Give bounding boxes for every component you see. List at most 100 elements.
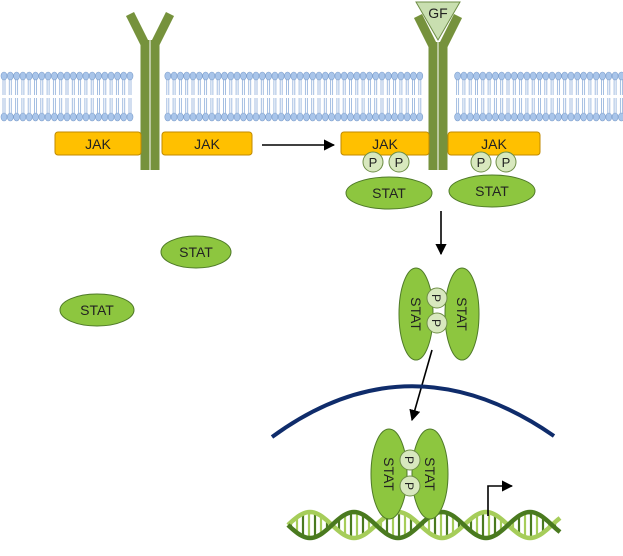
phospholipid — [315, 71, 323, 122]
transcription-start-arrow-icon — [487, 480, 514, 516]
phospholipid — [63, 71, 71, 122]
jak-kinase-active: JAK — [447, 131, 541, 156]
phospholipid — [529, 71, 537, 122]
stat-label: STAT — [179, 244, 213, 260]
phospholipid — [353, 71, 361, 122]
phospholipid — [309, 71, 317, 122]
cell-membrane — [0, 71, 623, 122]
phospholipid — [214, 71, 222, 122]
phospholipid — [296, 71, 304, 122]
receptor-icon — [413, 13, 463, 170]
dna-strand — [286, 509, 562, 541]
phospholipid — [183, 71, 190, 122]
phospholipid — [284, 71, 291, 122]
phospholipid — [555, 71, 562, 122]
phospholipid — [25, 71, 33, 122]
phosphate-label: P — [402, 456, 416, 464]
phospholipid — [599, 71, 606, 122]
phospholipid — [611, 71, 619, 122]
phospholipid — [403, 71, 411, 122]
phospholipid — [328, 71, 335, 122]
phospholipid — [246, 71, 253, 122]
phosphate-group: P — [388, 151, 410, 173]
phospholipid — [101, 71, 109, 122]
phosphate-label: P — [429, 319, 443, 327]
phospholipid — [366, 71, 373, 122]
phospholipid — [542, 71, 550, 122]
jak-kinase: JAK — [54, 131, 142, 156]
stat-label: STAT — [381, 457, 397, 491]
phospholipid — [454, 71, 461, 122]
phosphate-label: P — [402, 482, 416, 490]
phospholipid — [321, 71, 329, 122]
phospholipid — [586, 71, 594, 122]
phospholipid — [258, 71, 266, 122]
phospholipid — [567, 71, 575, 122]
phospholipid — [88, 71, 96, 122]
phospholipid — [120, 71, 127, 122]
phospholipid — [561, 71, 569, 122]
gf-label: GF — [428, 5, 447, 21]
phospholipid — [384, 71, 392, 122]
phospholipid — [202, 71, 209, 122]
growth-factor-icon — [415, 1, 461, 41]
stat-label: STAT — [372, 185, 406, 201]
jak-label: JAK — [481, 136, 507, 152]
phospholipid — [605, 71, 613, 122]
jak-label: JAK — [194, 136, 220, 152]
phospholipid — [485, 71, 493, 122]
phospholipid — [265, 71, 272, 122]
jak-kinase: JAK — [161, 131, 253, 156]
phospholipid — [347, 71, 354, 122]
phospholipid — [391, 71, 398, 122]
phospholipid — [378, 71, 386, 122]
nuclear-envelope-icon — [270, 384, 556, 439]
phospholipid — [252, 71, 260, 122]
jak-label: JAK — [372, 136, 398, 152]
jak-kinase-active: JAK — [340, 131, 430, 156]
phospholipid — [38, 71, 46, 122]
growth-factor: GF — [415, 1, 461, 41]
stat-label: STAT — [475, 183, 509, 199]
phospholipid — [13, 71, 20, 122]
phospholipid — [277, 71, 285, 122]
stat-dimer: STAT STAT P P — [398, 267, 480, 361]
phosphate-label: P — [369, 155, 378, 170]
phospholipid — [208, 71, 216, 122]
phosphate-group: P — [495, 151, 517, 173]
phospholipid — [303, 71, 310, 122]
stat-protein: STAT — [160, 235, 232, 269]
jak-label: JAK — [85, 136, 111, 152]
phospholipid — [233, 71, 241, 122]
phosphate-label: P — [395, 155, 404, 170]
stat-label: STAT — [408, 297, 424, 331]
phospholipid — [82, 71, 90, 122]
phospholipid — [410, 71, 417, 122]
phospholipid — [177, 71, 184, 122]
phosphate-label: P — [429, 294, 443, 302]
phospholipid — [221, 71, 228, 122]
phospholipid — [548, 71, 556, 122]
phospholipid — [510, 71, 518, 122]
phospholipid — [19, 71, 27, 122]
phospholipid — [44, 71, 52, 122]
phospholipid — [536, 71, 543, 122]
stat-protein: STAT — [345, 176, 433, 210]
phospholipid — [290, 71, 298, 122]
phosphate-label: P — [502, 155, 511, 170]
phosphate-label: P — [477, 155, 486, 170]
phospholipid — [618, 71, 623, 122]
dna-helix-icon — [286, 509, 562, 541]
phospholipid — [592, 71, 600, 122]
phospholipid — [57, 71, 65, 122]
phospholipid — [473, 71, 480, 122]
phospholipid — [76, 71, 83, 122]
phospholipid — [107, 71, 115, 122]
phospholipid — [580, 71, 587, 122]
phospholipid — [196, 71, 203, 122]
phospholipid — [460, 71, 468, 122]
phospholipid — [504, 71, 512, 122]
stat-dimer-nuclear: STAT STAT P P — [370, 428, 449, 520]
phospholipid — [271, 71, 279, 122]
